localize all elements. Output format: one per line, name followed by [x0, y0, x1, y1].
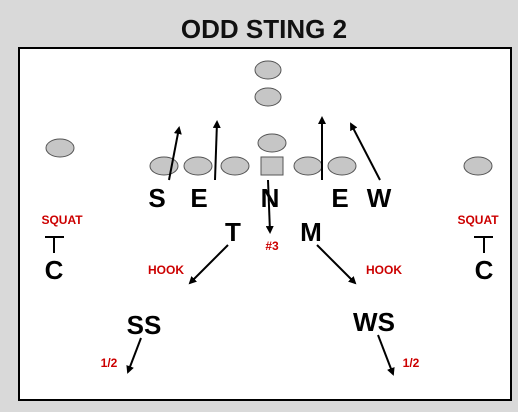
defender-strong-safety: SS [127, 310, 162, 340]
offense-player-wide-left [45, 138, 75, 158]
offense-player-center [260, 156, 284, 176]
assignment-gap-three: #3 [265, 239, 279, 253]
assignment-squat-left: SQUAT [41, 213, 83, 227]
defender-will: W [367, 183, 392, 213]
play-title: ODD STING 2 [180, 14, 348, 44]
assignment-hook-left: HOOK [148, 263, 184, 277]
offense-player-wide-right [463, 156, 493, 176]
route-end-left [212, 120, 221, 181]
offense-player-left-tackle [183, 156, 213, 176]
route-nose [265, 179, 274, 234]
defender-mike: M [300, 217, 322, 247]
defender-sam: S [148, 183, 165, 213]
defender-weak-safety: WS [353, 307, 395, 337]
route-will [350, 122, 381, 181]
offense-player-right-tackle [327, 156, 357, 176]
defender-tackle: T [225, 217, 241, 247]
defender-nose: N [261, 183, 280, 213]
offense-player-quarterback [257, 133, 287, 153]
offense-player-left-guard [220, 156, 250, 176]
offense-player-right-guard [293, 156, 323, 176]
route-tackle [188, 244, 229, 285]
offense-player-fullback [254, 87, 282, 107]
route-mike [316, 244, 357, 285]
assignment-half-right: 1/2 [403, 356, 420, 370]
offense-player-deep-back [254, 60, 282, 80]
assignment-hook-right: HOOK [366, 263, 402, 277]
defender-corner-right: C [475, 255, 494, 285]
defender-end-left: E [190, 183, 207, 213]
assignment-squat-right: SQUAT [457, 213, 499, 227]
route-strong-safety [126, 337, 142, 374]
assignment-half-left: 1/2 [101, 356, 118, 370]
defender-corner-left: C [45, 255, 64, 285]
defender-end-right: E [331, 183, 348, 213]
route-weak-safety [377, 334, 395, 376]
route-sam [168, 126, 182, 181]
